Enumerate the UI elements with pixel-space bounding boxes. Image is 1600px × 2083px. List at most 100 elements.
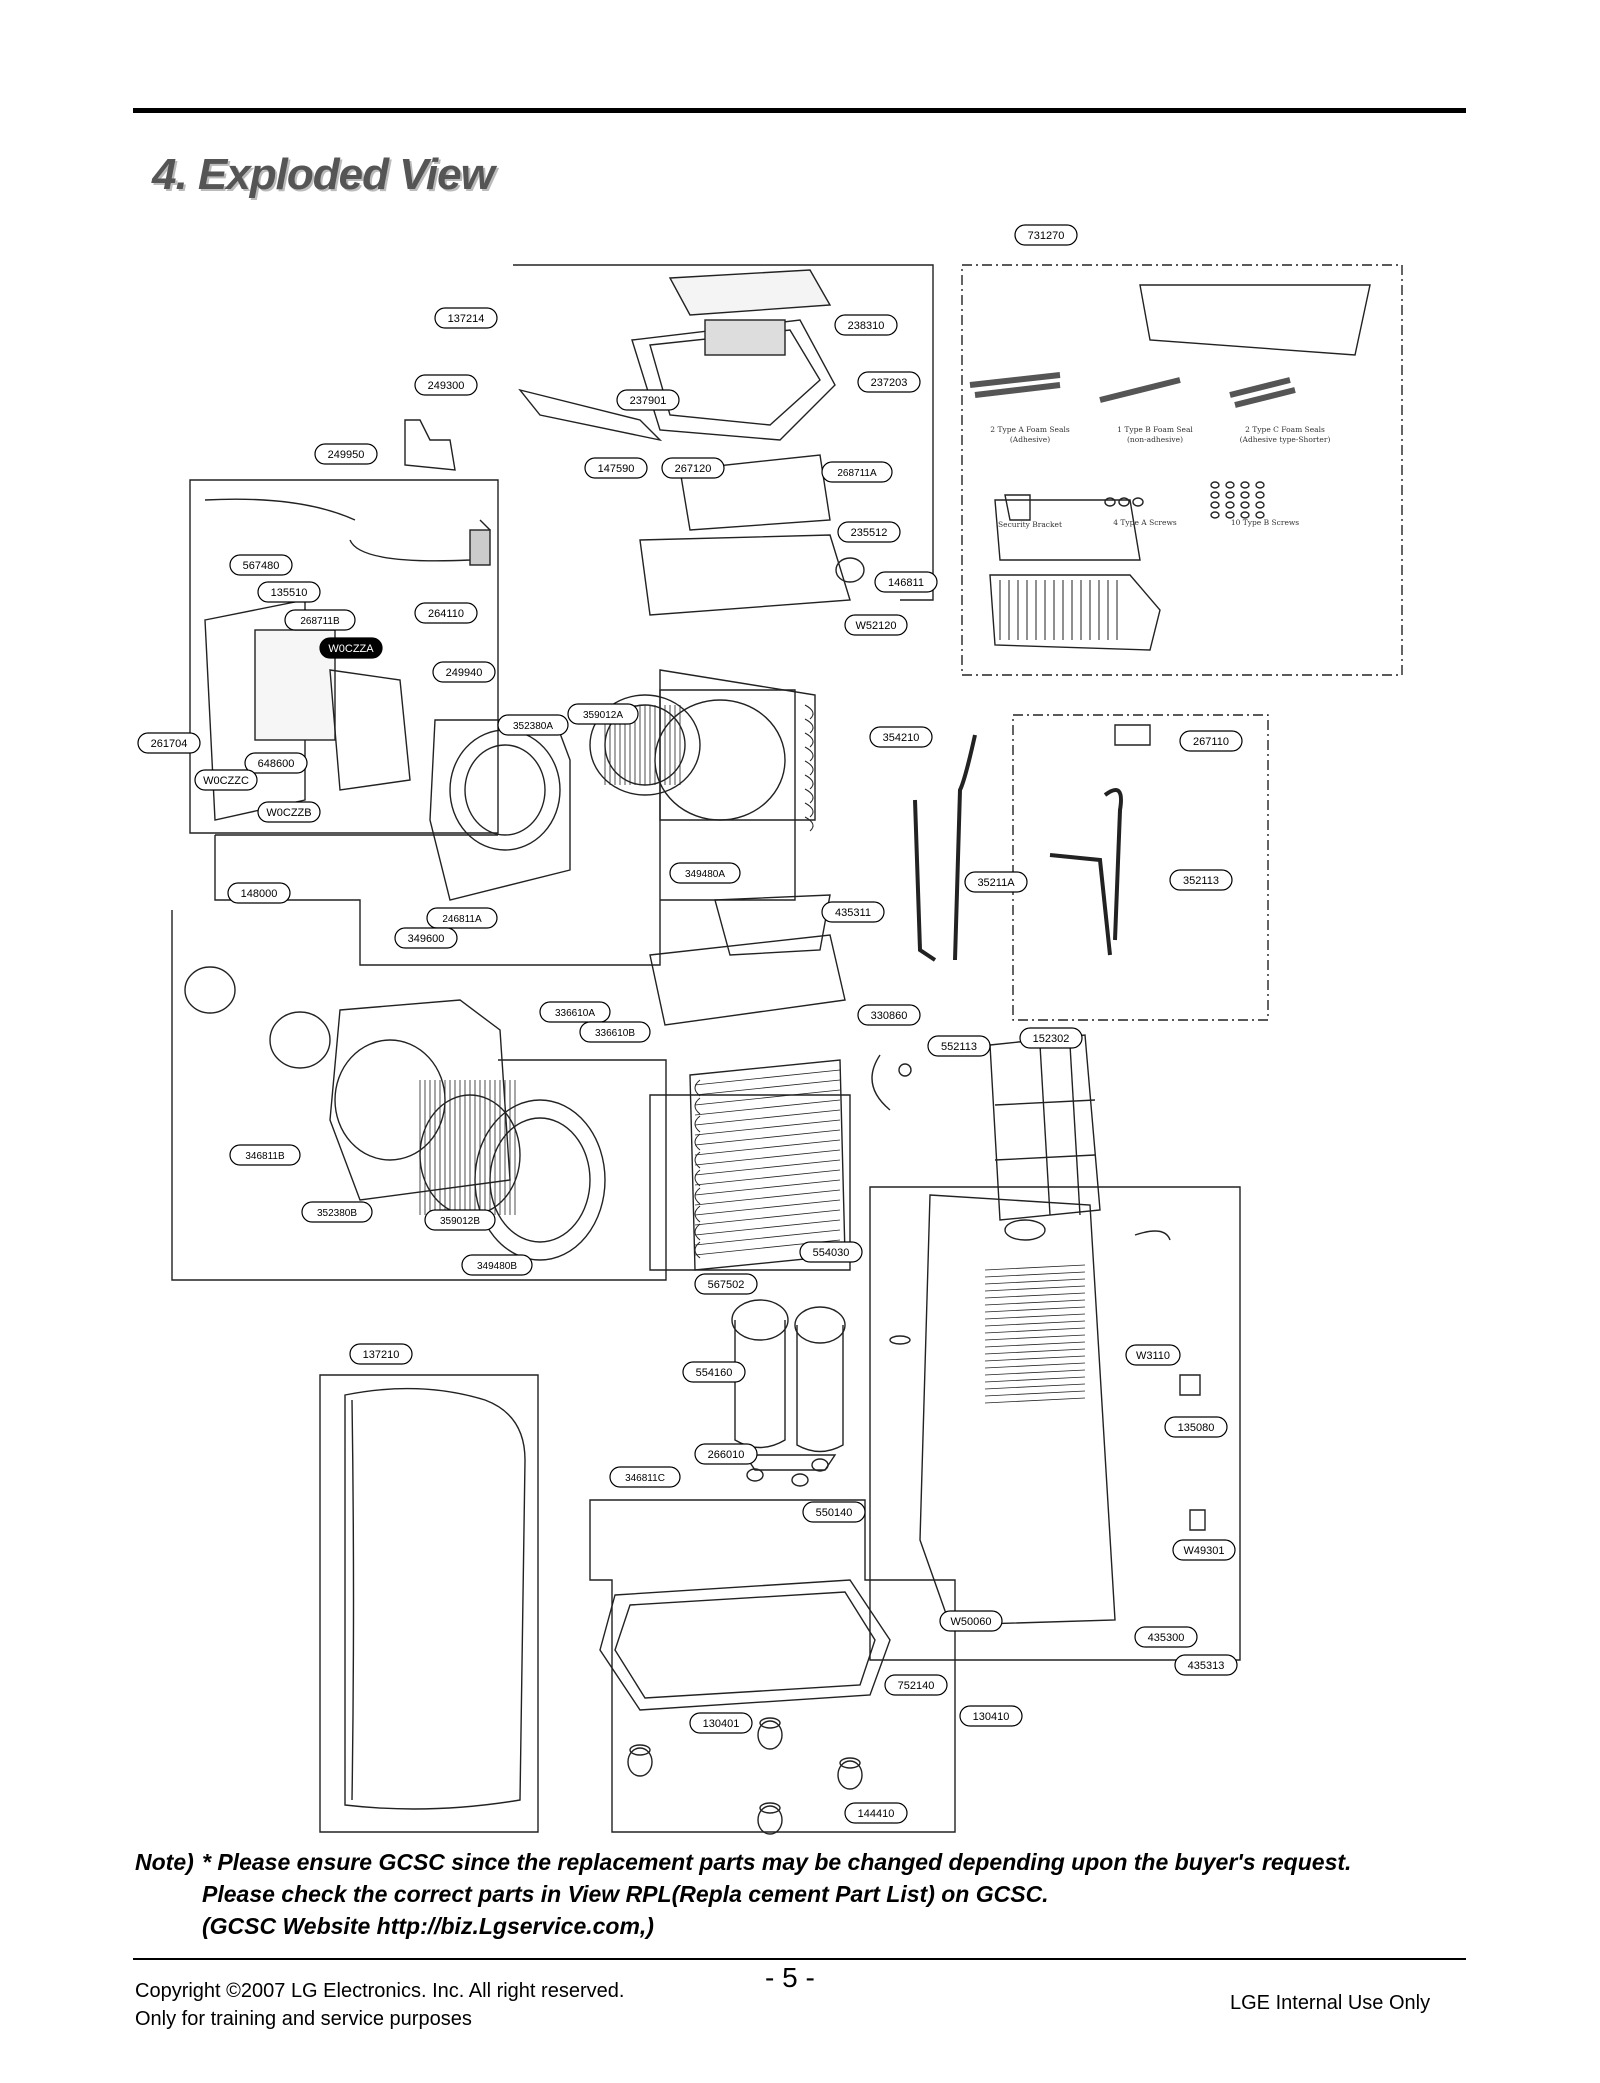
part-number: 237901: [630, 395, 667, 407]
part-callout: 147590: [584, 457, 648, 479]
part-number: 268711A: [837, 468, 877, 479]
part-callout: 435300: [1134, 1626, 1198, 1648]
part-callout: W0CZZB: [257, 801, 321, 823]
part-number: 148000: [241, 888, 278, 900]
part-callout: 130410: [959, 1705, 1023, 1727]
part-number: 352380A: [513, 721, 553, 732]
bottom-rule: [133, 1958, 1466, 1960]
part-callout: 336610B: [579, 1021, 651, 1043]
internal-use-text: LGE Internal Use Only: [1230, 1992, 1431, 2014]
part-number: 130401: [703, 1718, 740, 1730]
part-callout: 359012B: [424, 1209, 496, 1231]
page-title: 4. Exploded View: [152, 150, 495, 199]
note-line: (GCSC Website http://biz.Lgservice.com,): [202, 1913, 654, 1939]
part-callout: 264110: [414, 602, 478, 624]
part-number: 352380B: [317, 1208, 357, 1219]
part-number: 435300: [1148, 1632, 1185, 1644]
part-callout: 267110: [1179, 730, 1243, 752]
part-callout: 137214: [434, 307, 498, 329]
part-number: 238310: [848, 320, 885, 332]
part-callout: 237203: [857, 371, 921, 393]
part-callout: 567480: [229, 554, 293, 576]
part-callout: 352380B: [301, 1201, 373, 1223]
part-number: 349600: [408, 933, 445, 945]
part-callout: 249300: [414, 374, 478, 396]
part-callout: 144410: [844, 1802, 908, 1824]
part-number: W50060: [951, 1616, 992, 1628]
part-callout: 148000: [227, 882, 291, 904]
accessory-label: (Adhesive type-Shorter): [1240, 435, 1331, 444]
part-callout: 336610A: [539, 1001, 611, 1023]
part-number: 354210: [883, 732, 920, 744]
part-callout: 567502: [694, 1273, 758, 1295]
part-number: 359012B: [440, 1216, 480, 1227]
part-number: 267120: [675, 463, 712, 475]
part-callout: 346811B: [229, 1144, 301, 1166]
part-callout: 346811C: [609, 1466, 681, 1488]
part-callout: 235512: [837, 521, 901, 543]
part-number: 330860: [871, 1010, 908, 1022]
part-number: 346811C: [625, 1473, 665, 1484]
part-number: 261704: [151, 738, 188, 750]
part-number: 349480B: [477, 1261, 517, 1272]
training-text: Only for training and service purposes: [135, 2008, 472, 2030]
part-number: 554030: [813, 1247, 850, 1259]
part-callout: 349600: [394, 927, 458, 949]
part-number: 152302: [1033, 1033, 1070, 1045]
part-number: 137214: [448, 313, 485, 325]
accessory-label: Security Bracket: [998, 520, 1062, 529]
part-number: W0CZZC: [203, 775, 249, 787]
part-callout: 237901: [616, 389, 680, 411]
part-number: 268711B: [300, 616, 340, 627]
part-callout: 137210: [349, 1343, 413, 1365]
part-number: 266010: [708, 1449, 745, 1461]
part-callout: 349480B: [461, 1254, 533, 1276]
accessory-label: (Adhesive): [1010, 435, 1050, 444]
part-callout: 435313: [1174, 1654, 1238, 1676]
part-number: 346811B: [245, 1151, 285, 1162]
part-number: W0CZZA: [328, 643, 374, 655]
part-number: 349480A: [685, 869, 725, 880]
part-callout: 330860: [857, 1004, 921, 1026]
part-number: 235512: [851, 527, 888, 539]
accessory-label: 1 Type B Foam Seal: [1117, 425, 1193, 434]
part-number: 249950: [328, 449, 365, 461]
part-callout: 554160: [682, 1361, 746, 1383]
part-callout: 249950: [314, 443, 378, 465]
part-callout: W49301: [1172, 1539, 1236, 1561]
part-number: 249940: [446, 667, 483, 679]
part-number: 144410: [858, 1808, 895, 1820]
part-number: W52120: [856, 620, 897, 632]
part-number: 435313: [1188, 1660, 1225, 1672]
part-number: 554160: [696, 1367, 733, 1379]
part-callout: W3110: [1125, 1344, 1181, 1366]
part-number: 336610B: [595, 1028, 635, 1039]
part-callout: 354210: [869, 726, 933, 748]
part-number: 135080: [1178, 1422, 1215, 1434]
part-number: 264110: [428, 608, 464, 620]
part-callout: 554030: [799, 1241, 863, 1263]
note-line: * Please ensure GCSC since the replaceme…: [202, 1849, 1352, 1875]
part-callout: W0CZZA: [319, 637, 383, 659]
part-callout: 349480A: [669, 862, 741, 884]
part-callout: 552113: [927, 1035, 991, 1057]
part-callout: 268711B: [284, 609, 356, 631]
part-number: 550140: [816, 1507, 853, 1519]
part-callout: 435311: [821, 901, 885, 923]
part-callout: W50060: [939, 1610, 1003, 1632]
part-number: 135510: [271, 587, 308, 599]
part-number: 246811A: [442, 914, 482, 925]
part-callout: 550140: [802, 1501, 866, 1523]
part-number: 731270: [1028, 230, 1065, 242]
part-number: W49301: [1184, 1545, 1225, 1557]
part-number: 648600: [258, 758, 295, 770]
accessory-label: 10 Type B Screws: [1231, 518, 1299, 527]
part-callout: 135510: [257, 581, 321, 603]
part-callout: 146811: [874, 571, 938, 593]
part-number: 237203: [871, 377, 908, 389]
accessory-label: 2 Type C Foam Seals: [1245, 425, 1325, 434]
part-callout: 648600: [244, 752, 308, 774]
accessory-label: 4 Type A Screws: [1113, 518, 1177, 527]
part-number: W3110: [1136, 1350, 1170, 1362]
